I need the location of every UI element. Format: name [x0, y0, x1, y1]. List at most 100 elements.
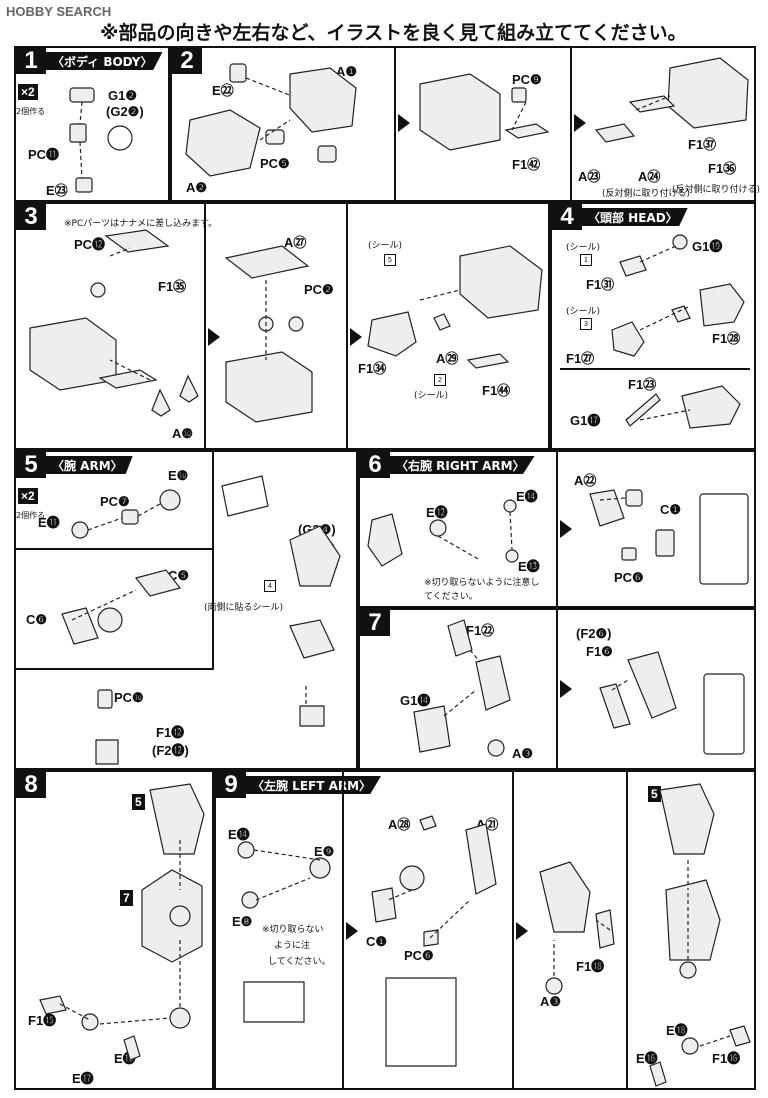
- placement-note: (反対側に取り付ける): [672, 185, 761, 195]
- part-label: A❸: [512, 746, 534, 761]
- step-number: 1: [16, 47, 46, 74]
- part-label: G1⓳: [692, 239, 723, 254]
- step-title: 〈左腕 LEFT ARM〉: [246, 776, 382, 794]
- step-9-panel: 9 〈左腕 LEFT ARM〉 E⓮ E❾ E❽ A㉘ A㉑ C❶ PC❻ F1…: [214, 770, 756, 1090]
- next-arrow-icon: [560, 520, 572, 538]
- part-label: E⓰: [636, 1051, 658, 1066]
- caution-note: ように注: [274, 941, 311, 951]
- seal-label: (シール): [566, 307, 601, 317]
- part-label: A㉑: [476, 817, 499, 832]
- part-label: A❸: [540, 994, 562, 1009]
- seal-label: (シール): [566, 243, 601, 253]
- part-label: C❻: [26, 612, 48, 627]
- part-label: PC⓫: [28, 147, 60, 162]
- seal-label: (シール): [414, 391, 449, 401]
- step-title: 〈頭部 HEAD〉: [582, 208, 688, 226]
- caution-note: ※切り取らない: [262, 925, 324, 935]
- part-label: A❶: [336, 64, 358, 79]
- part-label: F1㉒: [466, 623, 495, 638]
- part-label: E⓯: [114, 1051, 136, 1066]
- part-label: E⓬: [426, 505, 448, 520]
- step-6-panel: 6 〈右腕 RIGHT ARM〉 E⓬ E⓮ E⓭ A㉒ C❶ PC❻ ※切り取…: [358, 450, 756, 608]
- part-label: A㉔: [638, 169, 661, 184]
- part-label: F1❻: [586, 644, 613, 659]
- part-label: F1㊹: [482, 383, 511, 398]
- seal-number: 3: [580, 318, 592, 330]
- step-7-panel: 7 F1㉒ G1⓮ A❸ (F2❻) F1❻: [358, 608, 756, 770]
- part-label: E㉒: [212, 83, 234, 98]
- step-5-panel: 5 〈腕 ARM〉 ×2 2個作る E❿ E⓫ PC❼ C❺ C❻ (G2❹) …: [14, 450, 358, 770]
- step-number: 4: [552, 203, 582, 230]
- part-label: C❺: [168, 568, 190, 583]
- step-ref: 5: [648, 786, 661, 802]
- next-arrow-icon: [350, 328, 362, 346]
- part-label: E❾: [314, 844, 335, 859]
- x2-note: 2個作る: [16, 107, 46, 116]
- part-label: A㉓: [578, 169, 601, 184]
- part-label: F1㊲: [688, 137, 717, 152]
- caution-note: ※切り取らないように注意してください。: [424, 578, 540, 602]
- step-number: 9: [216, 771, 246, 798]
- next-arrow-icon: [574, 114, 586, 132]
- part-label: F1㉟: [158, 279, 187, 294]
- step-ref: 5: [132, 794, 145, 810]
- divider: [212, 452, 214, 670]
- divider: [626, 772, 628, 1088]
- part-label: F1⓲: [576, 959, 605, 974]
- part-label: A❷: [186, 180, 208, 195]
- caution-note: してください。: [268, 957, 331, 967]
- step-number: 3: [16, 203, 46, 230]
- part-label: E❽: [232, 914, 253, 929]
- placement-note: (反対側に取り付ける): [602, 189, 691, 199]
- part-label: (G2❷): [106, 104, 144, 119]
- pc-note: ※PCパーツはナナメに差し込みます。: [64, 219, 218, 229]
- part-label: F1㉛: [586, 277, 615, 292]
- next-arrow-icon: [208, 328, 220, 346]
- part-label: PC❺: [260, 156, 290, 171]
- divider: [560, 368, 750, 370]
- watermark: HOBBY SEARCH: [6, 4, 112, 19]
- divider: [512, 772, 514, 1088]
- part-label: A㉒: [574, 473, 597, 488]
- instruction-note: ※部品の向きや左右など、イラストを良く見て組み立ててください。: [100, 22, 687, 44]
- part-label: G1⓮: [400, 693, 431, 708]
- step-ref: 7: [120, 890, 133, 906]
- part-label: PC❿: [114, 690, 144, 705]
- step-title: 〈右腕 RIGHT ARM〉: [390, 456, 535, 474]
- step-number: 7: [360, 609, 390, 636]
- divider: [556, 452, 558, 606]
- divider: [556, 610, 558, 768]
- seal-number: 1: [580, 254, 592, 266]
- x2-note: 2個作る: [16, 511, 46, 520]
- step-number: 8: [16, 771, 46, 798]
- part-label: F1㉓: [628, 377, 657, 392]
- x2-badge: ×2: [18, 84, 38, 100]
- part-label: E⓮: [516, 489, 538, 504]
- part-label: E❿: [168, 468, 189, 483]
- step-3-panel: 3 ※PCパーツはナナメに差し込みます。 PC⓬ F1㉟ A❿ A㉗ PC❷ F…: [14, 202, 550, 450]
- part-label: (F2❻): [576, 626, 612, 641]
- part-label: E⓮: [228, 827, 250, 842]
- part-label: G1⓱: [570, 413, 601, 428]
- part-label: E⓭: [518, 559, 540, 574]
- divider: [394, 48, 396, 200]
- part-label: (G2❹): [298, 522, 336, 537]
- part-label: PC❼: [100, 494, 130, 509]
- part-label: F1⓰: [712, 1051, 741, 1066]
- part-label: E⓲: [666, 1023, 688, 1038]
- part-label: PC❾: [512, 72, 542, 87]
- part-label: PC⓬: [74, 237, 106, 252]
- part-label: A❿: [172, 426, 194, 441]
- seal-number: 2: [434, 374, 446, 386]
- divider: [16, 668, 214, 670]
- x2-badge: ×2: [18, 488, 38, 504]
- part-label: F1⓯: [28, 1013, 57, 1028]
- step-number: 2: [172, 47, 202, 74]
- step-title: 〈腕 ARM〉: [46, 456, 133, 474]
- part-label: G1❷: [108, 88, 137, 103]
- divider: [570, 48, 572, 200]
- step-number: 6: [360, 451, 390, 478]
- seal-note: (両側に貼るシール): [204, 603, 284, 613]
- step-2-panel: 2 E㉒ A❶ A❷ PC❺ PC❾ F1㊷ A㉓ A㉔ F1㊲ F1㊱ (反対…: [170, 46, 760, 202]
- part-label: E㉓: [46, 183, 68, 198]
